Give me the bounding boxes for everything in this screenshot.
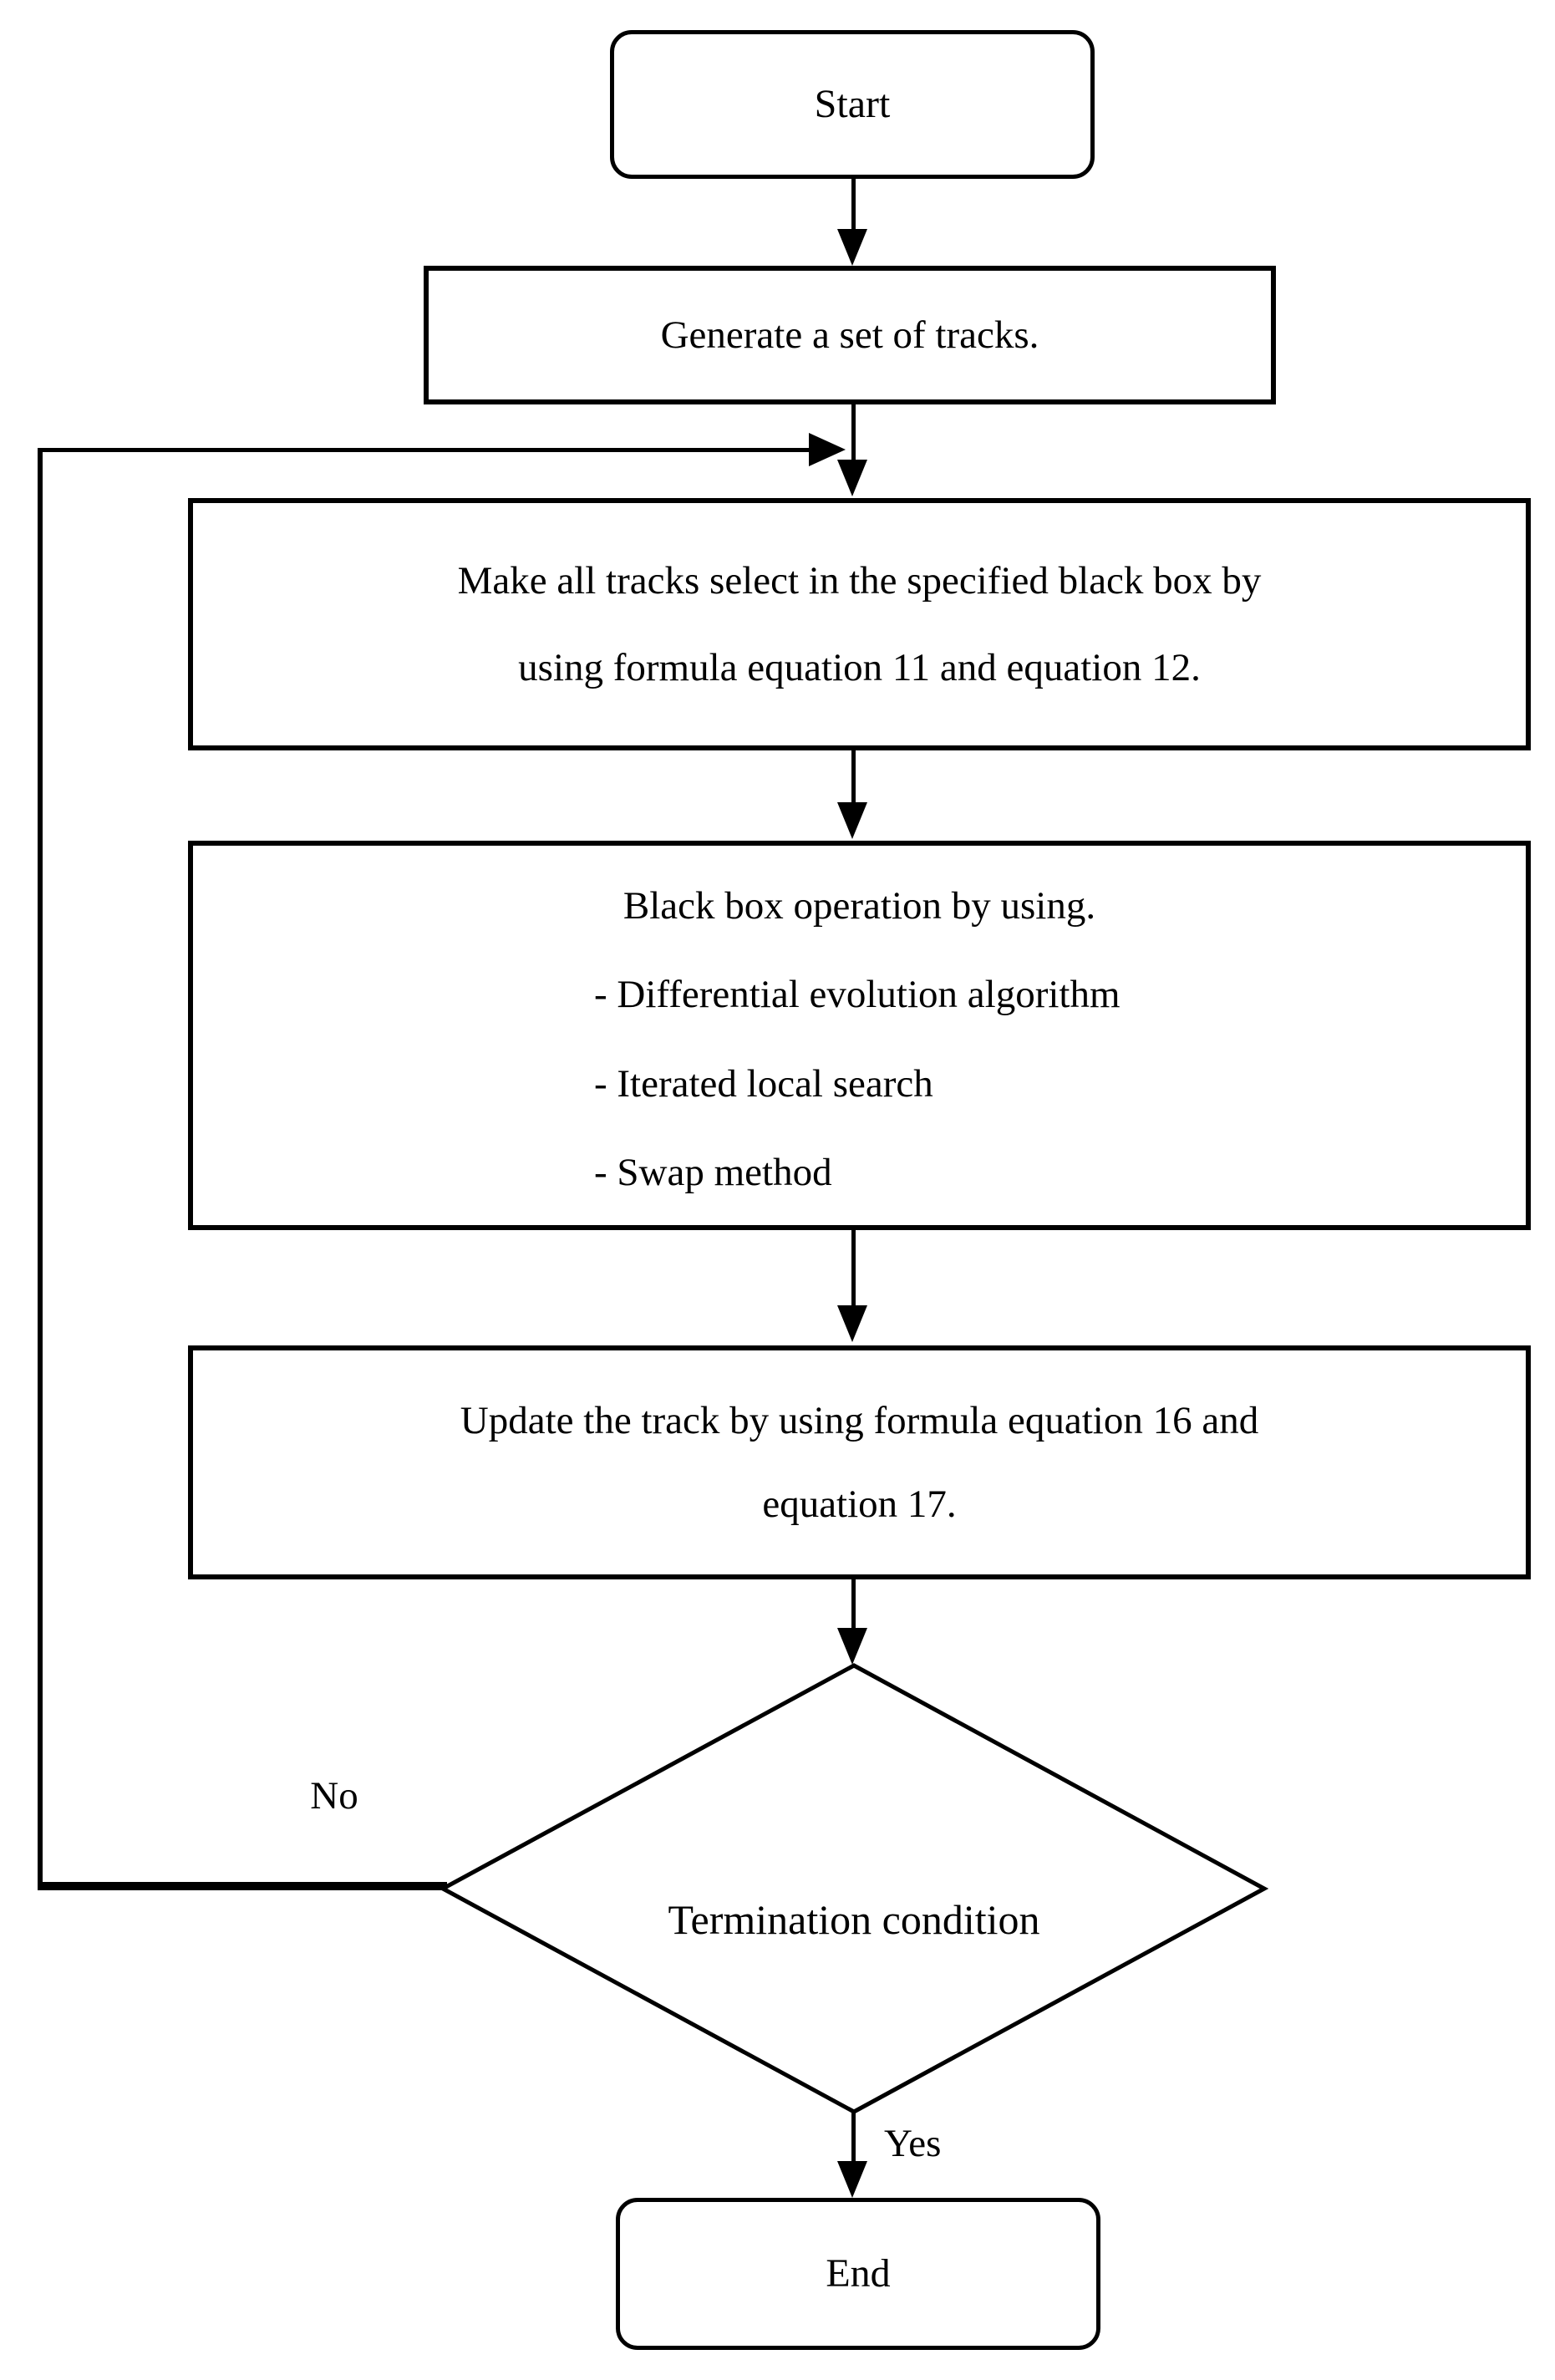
black-box-bullet-2: - Iterated local search — [594, 1061, 933, 1106]
yes-branch-label: Yes — [884, 2122, 942, 2165]
end-node-label: End — [826, 2251, 891, 2296]
black-box-operation-node: Black box operation by using. - Differen… — [188, 841, 1531, 1230]
end-node: End — [616, 2198, 1100, 2350]
loop-back-top-line — [38, 448, 811, 452]
black-box-bullet-3: - Swap method — [594, 1151, 832, 1195]
generate-tracks-label: Generate a set of tracks. — [660, 313, 1039, 357]
no-branch-line — [38, 1882, 447, 1890]
no-branch-label: No — [310, 1774, 358, 1818]
start-node-label: Start — [814, 82, 891, 127]
black-box-title: Black box operation by using. — [623, 884, 1096, 928]
update-track-line-2: equation 17. — [762, 1482, 957, 1526]
diamond-shape — [438, 1663, 1269, 2114]
generate-tracks-node: Generate a set of tracks. — [424, 266, 1276, 404]
black-box-bullet-1: - Differential evolution algorithm — [594, 973, 1121, 1017]
arrowhead-down-icon — [837, 1628, 867, 1665]
edge-generate-to-make-shaft — [851, 404, 856, 465]
edge-make-to-blackbox-shaft — [851, 750, 856, 804]
make-tracks-line-2: using formula equation 11 and equation 1… — [518, 646, 1201, 689]
edge-update-to-decision-shaft — [851, 1579, 856, 1631]
arrowhead-down-icon — [837, 1305, 867, 1342]
update-track-line-1: Update the track by using formula equati… — [460, 1398, 1259, 1442]
edge-decision-to-end-shaft — [851, 2112, 856, 2164]
make-tracks-select-node: Make all tracks select in the specified … — [188, 498, 1531, 750]
make-tracks-line-1: Make all tracks select in the specified … — [457, 558, 1262, 603]
arrowhead-down-icon — [837, 229, 867, 266]
edge-start-to-generate-shaft — [851, 179, 856, 234]
arrowhead-down-icon — [837, 2161, 867, 2198]
start-node: Start — [610, 30, 1095, 179]
loop-back-left-line — [38, 448, 43, 1887]
edge-blackbox-to-update-shaft — [851, 1230, 856, 1309]
termination-condition-label: Termination condition — [668, 1896, 1040, 1943]
arrowhead-down-icon — [837, 802, 867, 839]
arrowhead-right-icon — [809, 433, 846, 466]
update-track-node: Update the track by using formula equati… — [188, 1345, 1531, 1579]
